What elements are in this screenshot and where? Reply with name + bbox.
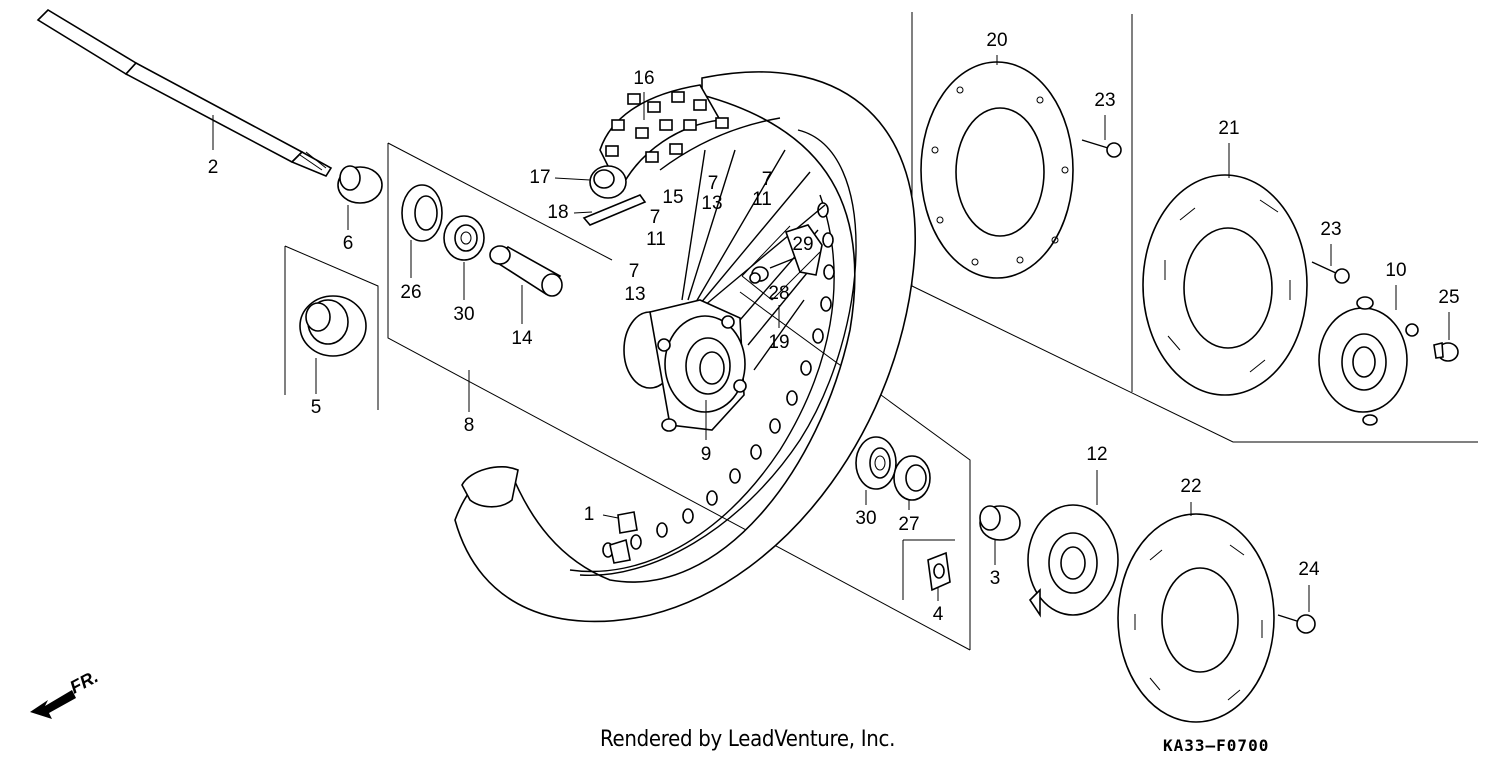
rim [569,117,857,577]
front-hub [623,299,747,432]
callout-17: 17 [529,167,550,188]
callout-9: 9 [701,444,712,465]
callout-labels: 1234567777891011111213131415161718192021… [208,30,1460,625]
disc-bolt-upper [1081,139,1122,158]
disc-bolt-lower [1277,614,1316,634]
diagram-code: KA33–F0700 [1163,736,1270,755]
front-arrow-icon [30,690,76,719]
tire-knobs [605,91,729,163]
front-axle [36,8,333,177]
tire [454,71,916,623]
callout-26: 26 [400,282,421,303]
disc-bolt-middle [1311,261,1350,284]
callout-1: 1 [584,504,595,525]
callout-7: 7 [650,207,661,228]
callout-22: 22 [1180,476,1201,497]
callout-28: 28 [768,283,789,304]
dust-seal [401,184,443,242]
callout-5: 5 [311,397,322,418]
callout-16: 16 [633,68,654,89]
callout-19: 19 [768,332,789,353]
distance-collar [299,295,367,357]
leader-lines [212,55,1450,612]
disc-cover-outer [1318,296,1419,426]
rim-band [582,194,647,226]
disc-holes [931,86,1069,266]
callout-23: 23 [1094,90,1115,111]
tube [589,165,627,199]
callout-3: 3 [990,568,1001,589]
footer-credit: Rendered by LeadVenture, Inc. [600,727,896,752]
disc-cover-inner [1027,504,1119,618]
callout-10: 10 [1385,260,1406,281]
brake-disc-lower [1117,513,1275,723]
callout-23: 23 [1320,219,1341,240]
callout-20: 20 [986,30,1007,51]
callout-30: 30 [453,304,474,325]
brake-disc-upper [920,61,1074,279]
valve-cap [609,511,638,564]
distance-tube [489,245,563,297]
callout-7: 7 [629,261,640,282]
callout-30: 30 [855,508,876,529]
retainer [927,551,951,592]
callout-7: 7 [762,169,773,190]
callout-13: 13 [701,193,722,214]
callout-18: 18 [547,202,568,223]
front-direction-indicator: FR. [30,666,101,719]
callout-7: 7 [708,173,719,194]
callout-13: 13 [624,284,645,305]
callout-27: 27 [898,514,919,535]
radial-bearing-right [855,436,897,490]
callout-15: 15 [662,187,683,208]
cover-bolt [1433,341,1459,362]
callout-11: 11 [752,189,772,210]
callout-8: 8 [464,415,475,436]
callout-12: 12 [1086,444,1107,465]
brake-disc-middle [1142,174,1308,396]
callout-29: 29 [792,234,813,255]
callout-6: 6 [343,233,354,254]
side-collar [337,165,383,204]
radial-bearing-left [443,215,485,261]
callout-2: 2 [208,157,219,178]
callout-4: 4 [933,604,944,625]
section-outline [284,12,1478,651]
callout-11: 11 [646,229,666,250]
rim-lock [741,224,823,301]
callout-24: 24 [1298,559,1320,580]
right-collar [979,505,1021,541]
oil-seal [893,455,931,501]
callout-21: 21 [1218,118,1239,139]
callout-14: 14 [511,328,533,349]
callout-25: 25 [1438,287,1459,308]
